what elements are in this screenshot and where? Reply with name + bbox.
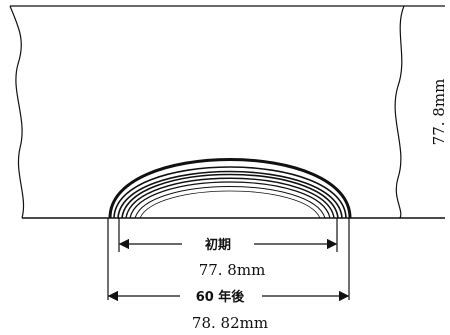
height-dimension: 77. 8mm xyxy=(430,79,448,146)
initial-value: 77. 8mm xyxy=(199,261,266,279)
after-label: 60 年後 xyxy=(196,289,246,305)
right-break-line xyxy=(394,5,405,219)
semicircle-section xyxy=(108,158,352,219)
height-label: 77. 8mm xyxy=(430,79,448,146)
after-60-years-dimension: 60 年後 78. 82mm xyxy=(107,289,350,332)
extension-lines xyxy=(107,218,350,300)
initial-label: 初期 xyxy=(205,237,231,253)
left-break-line xyxy=(9,5,25,219)
specimen-body xyxy=(9,5,445,219)
after-value: 78. 82mm xyxy=(192,314,268,332)
initial-dimension: 初期 77. 8mm xyxy=(118,237,338,279)
